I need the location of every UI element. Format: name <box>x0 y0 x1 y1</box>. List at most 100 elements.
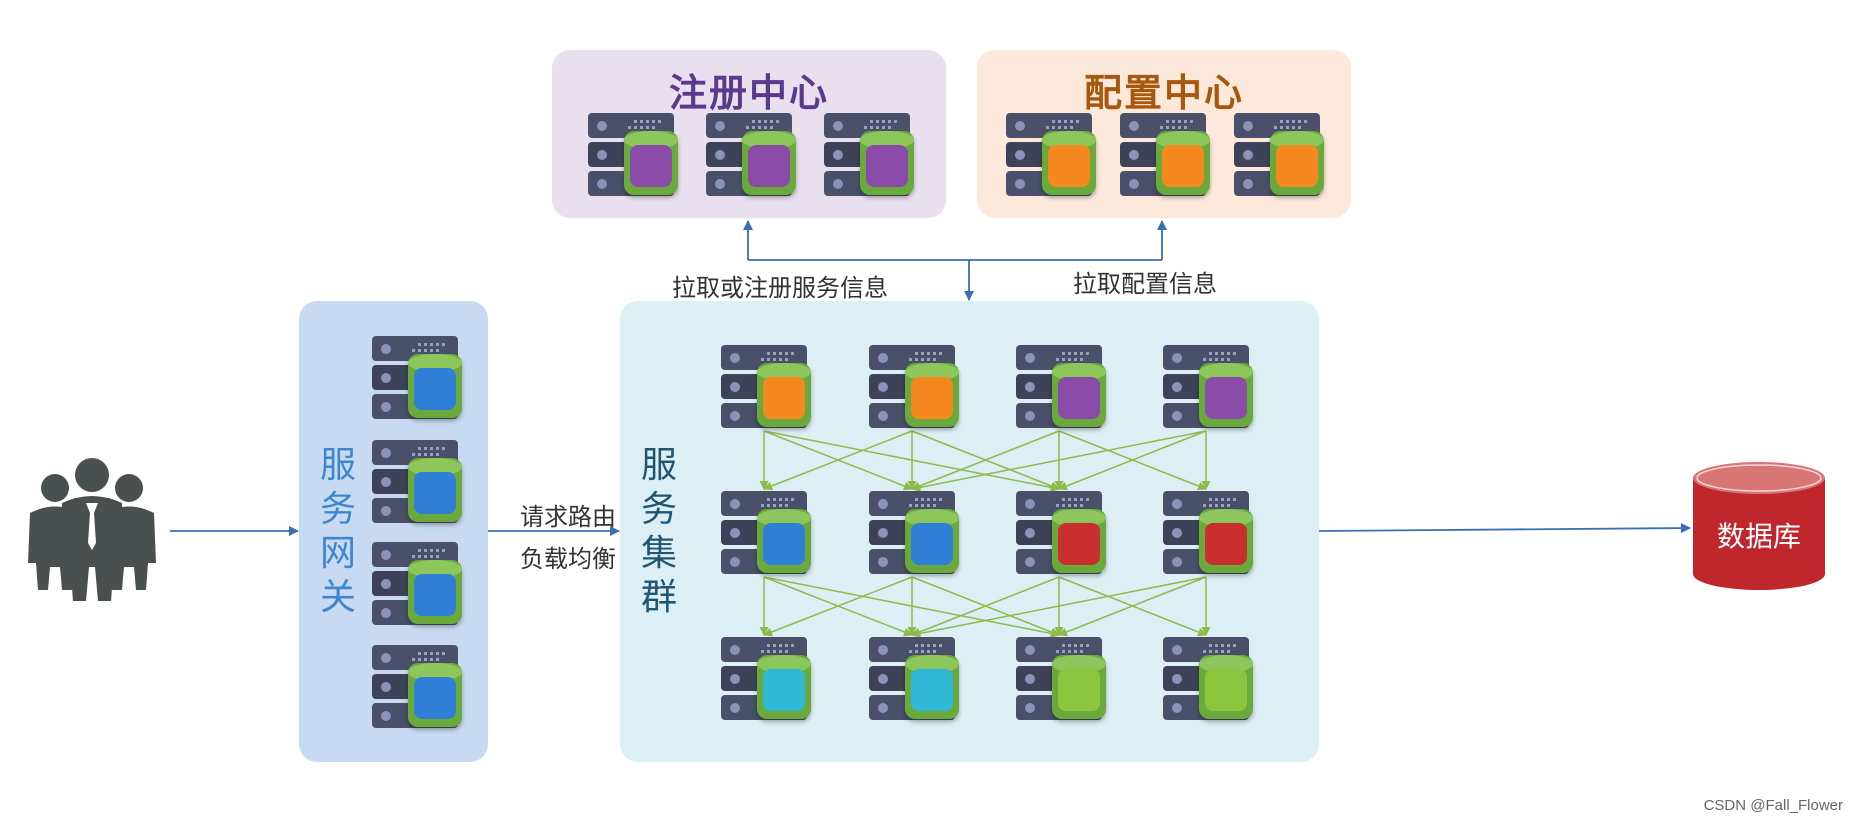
service-cylinder-icon <box>408 354 462 418</box>
cluster-server-r3-c4 <box>1163 637 1258 721</box>
server-led-icon <box>730 703 740 713</box>
server-led-icon <box>381 579 391 589</box>
watermark: CSDN @Fall_Flower <box>1703 797 1843 814</box>
server-led-icon <box>381 373 391 383</box>
cluster-server-r3-c1 <box>721 637 816 721</box>
load-balance-label: 负载均衡 <box>520 545 616 573</box>
server-led-icon <box>1015 179 1025 189</box>
server-led-icon <box>1129 121 1139 131</box>
users-icon <box>28 458 156 601</box>
service-cylinder-icon <box>1156 131 1210 195</box>
mesh-arrow <box>911 430 1207 492</box>
cluster-title: 服务集群 <box>640 445 677 618</box>
service-cylinder-icon <box>624 131 678 195</box>
server-led-icon <box>381 711 391 721</box>
server-led-icon <box>833 179 843 189</box>
service-face <box>414 368 456 410</box>
server-led-icon <box>878 645 888 655</box>
service-cylinder-icon <box>408 560 462 624</box>
service-face <box>1205 669 1247 711</box>
server-led-icon <box>1172 499 1182 509</box>
server-led-icon <box>381 344 391 354</box>
server-led-icon <box>597 121 607 131</box>
server-led-icon <box>1172 528 1182 538</box>
service-cylinder-icon <box>1199 509 1253 573</box>
service-face <box>1058 377 1100 419</box>
server-led-icon <box>381 477 391 487</box>
mesh-arrow <box>763 430 913 491</box>
gateway-server-3 <box>372 542 467 626</box>
server-led-icon <box>1025 353 1035 363</box>
cluster-server-r2-c3 <box>1016 491 1111 575</box>
service-face <box>911 523 953 565</box>
service-face <box>1205 377 1247 419</box>
service-face <box>1276 145 1318 187</box>
service-cylinder-icon <box>757 655 811 719</box>
cluster-server-r1-c2 <box>869 345 964 429</box>
server-led-icon <box>730 645 740 655</box>
server-led-icon <box>1025 645 1035 655</box>
service-cylinder-icon <box>408 458 462 522</box>
server-led-icon <box>1025 382 1035 392</box>
service-face <box>866 145 908 187</box>
server-led-icon <box>730 528 740 538</box>
service-cylinder-icon <box>905 509 959 573</box>
server-led-icon <box>730 674 740 684</box>
server-led-icon <box>1129 150 1139 160</box>
service-cylinder-icon <box>757 363 811 427</box>
registry-server-1 <box>588 113 683 197</box>
server-led-icon <box>715 179 725 189</box>
server-led-icon <box>715 150 725 160</box>
server-led-icon <box>1172 353 1182 363</box>
config-server-3 <box>1234 113 1329 197</box>
gateway-title: 服务网关 <box>319 445 356 618</box>
service-cylinder-icon <box>860 131 914 195</box>
gateway-server-4 <box>372 645 467 729</box>
service-face <box>630 145 672 187</box>
server-led-icon <box>878 382 888 392</box>
service-face <box>414 574 456 616</box>
server-led-icon <box>381 506 391 516</box>
pull-config-label: 拉取配置信息 <box>1073 270 1217 298</box>
server-led-icon <box>715 121 725 131</box>
service-face <box>911 377 953 419</box>
cluster-server-r2-c4 <box>1163 491 1258 575</box>
config-server-1 <box>1006 113 1101 197</box>
cluster-server-r2-c1 <box>721 491 816 575</box>
server-led-icon <box>878 499 888 509</box>
service-face <box>1058 669 1100 711</box>
server-led-icon <box>597 150 607 160</box>
server-led-icon <box>878 557 888 567</box>
server-led-icon <box>1129 179 1139 189</box>
server-led-icon <box>878 674 888 684</box>
service-face <box>414 472 456 514</box>
mesh-arrow <box>911 430 1060 491</box>
config-center-title: 配置中心 <box>1083 71 1244 115</box>
server-led-icon <box>1025 528 1035 538</box>
server-led-icon <box>381 608 391 618</box>
server-led-icon <box>1172 703 1182 713</box>
cluster-server-r3-c2 <box>869 637 964 721</box>
server-led-icon <box>381 682 391 692</box>
server-led-icon <box>1015 150 1025 160</box>
server-led-icon <box>730 557 740 567</box>
server-led-icon <box>833 121 843 131</box>
server-led-icon <box>833 150 843 160</box>
gateway-server-2 <box>372 440 467 524</box>
service-face <box>748 145 790 187</box>
database-icon <box>1693 462 1825 590</box>
server-led-icon <box>1243 179 1253 189</box>
server-led-icon <box>1172 557 1182 567</box>
service-face <box>911 669 953 711</box>
server-led-icon <box>381 550 391 560</box>
service-cylinder-icon <box>1199 655 1253 719</box>
blue-arrows <box>170 220 1691 536</box>
cluster-server-r1-c4 <box>1163 345 1258 429</box>
server-led-icon <box>878 353 888 363</box>
registry-center-title: 注册中心 <box>668 71 829 115</box>
cluster-server-r3-c3 <box>1016 637 1111 721</box>
pull-register-label: 拉取或注册服务信息 <box>672 274 888 302</box>
server-led-icon <box>381 402 391 412</box>
cluster-to-database-arrow <box>1318 523 1691 534</box>
server-led-icon <box>878 528 888 538</box>
